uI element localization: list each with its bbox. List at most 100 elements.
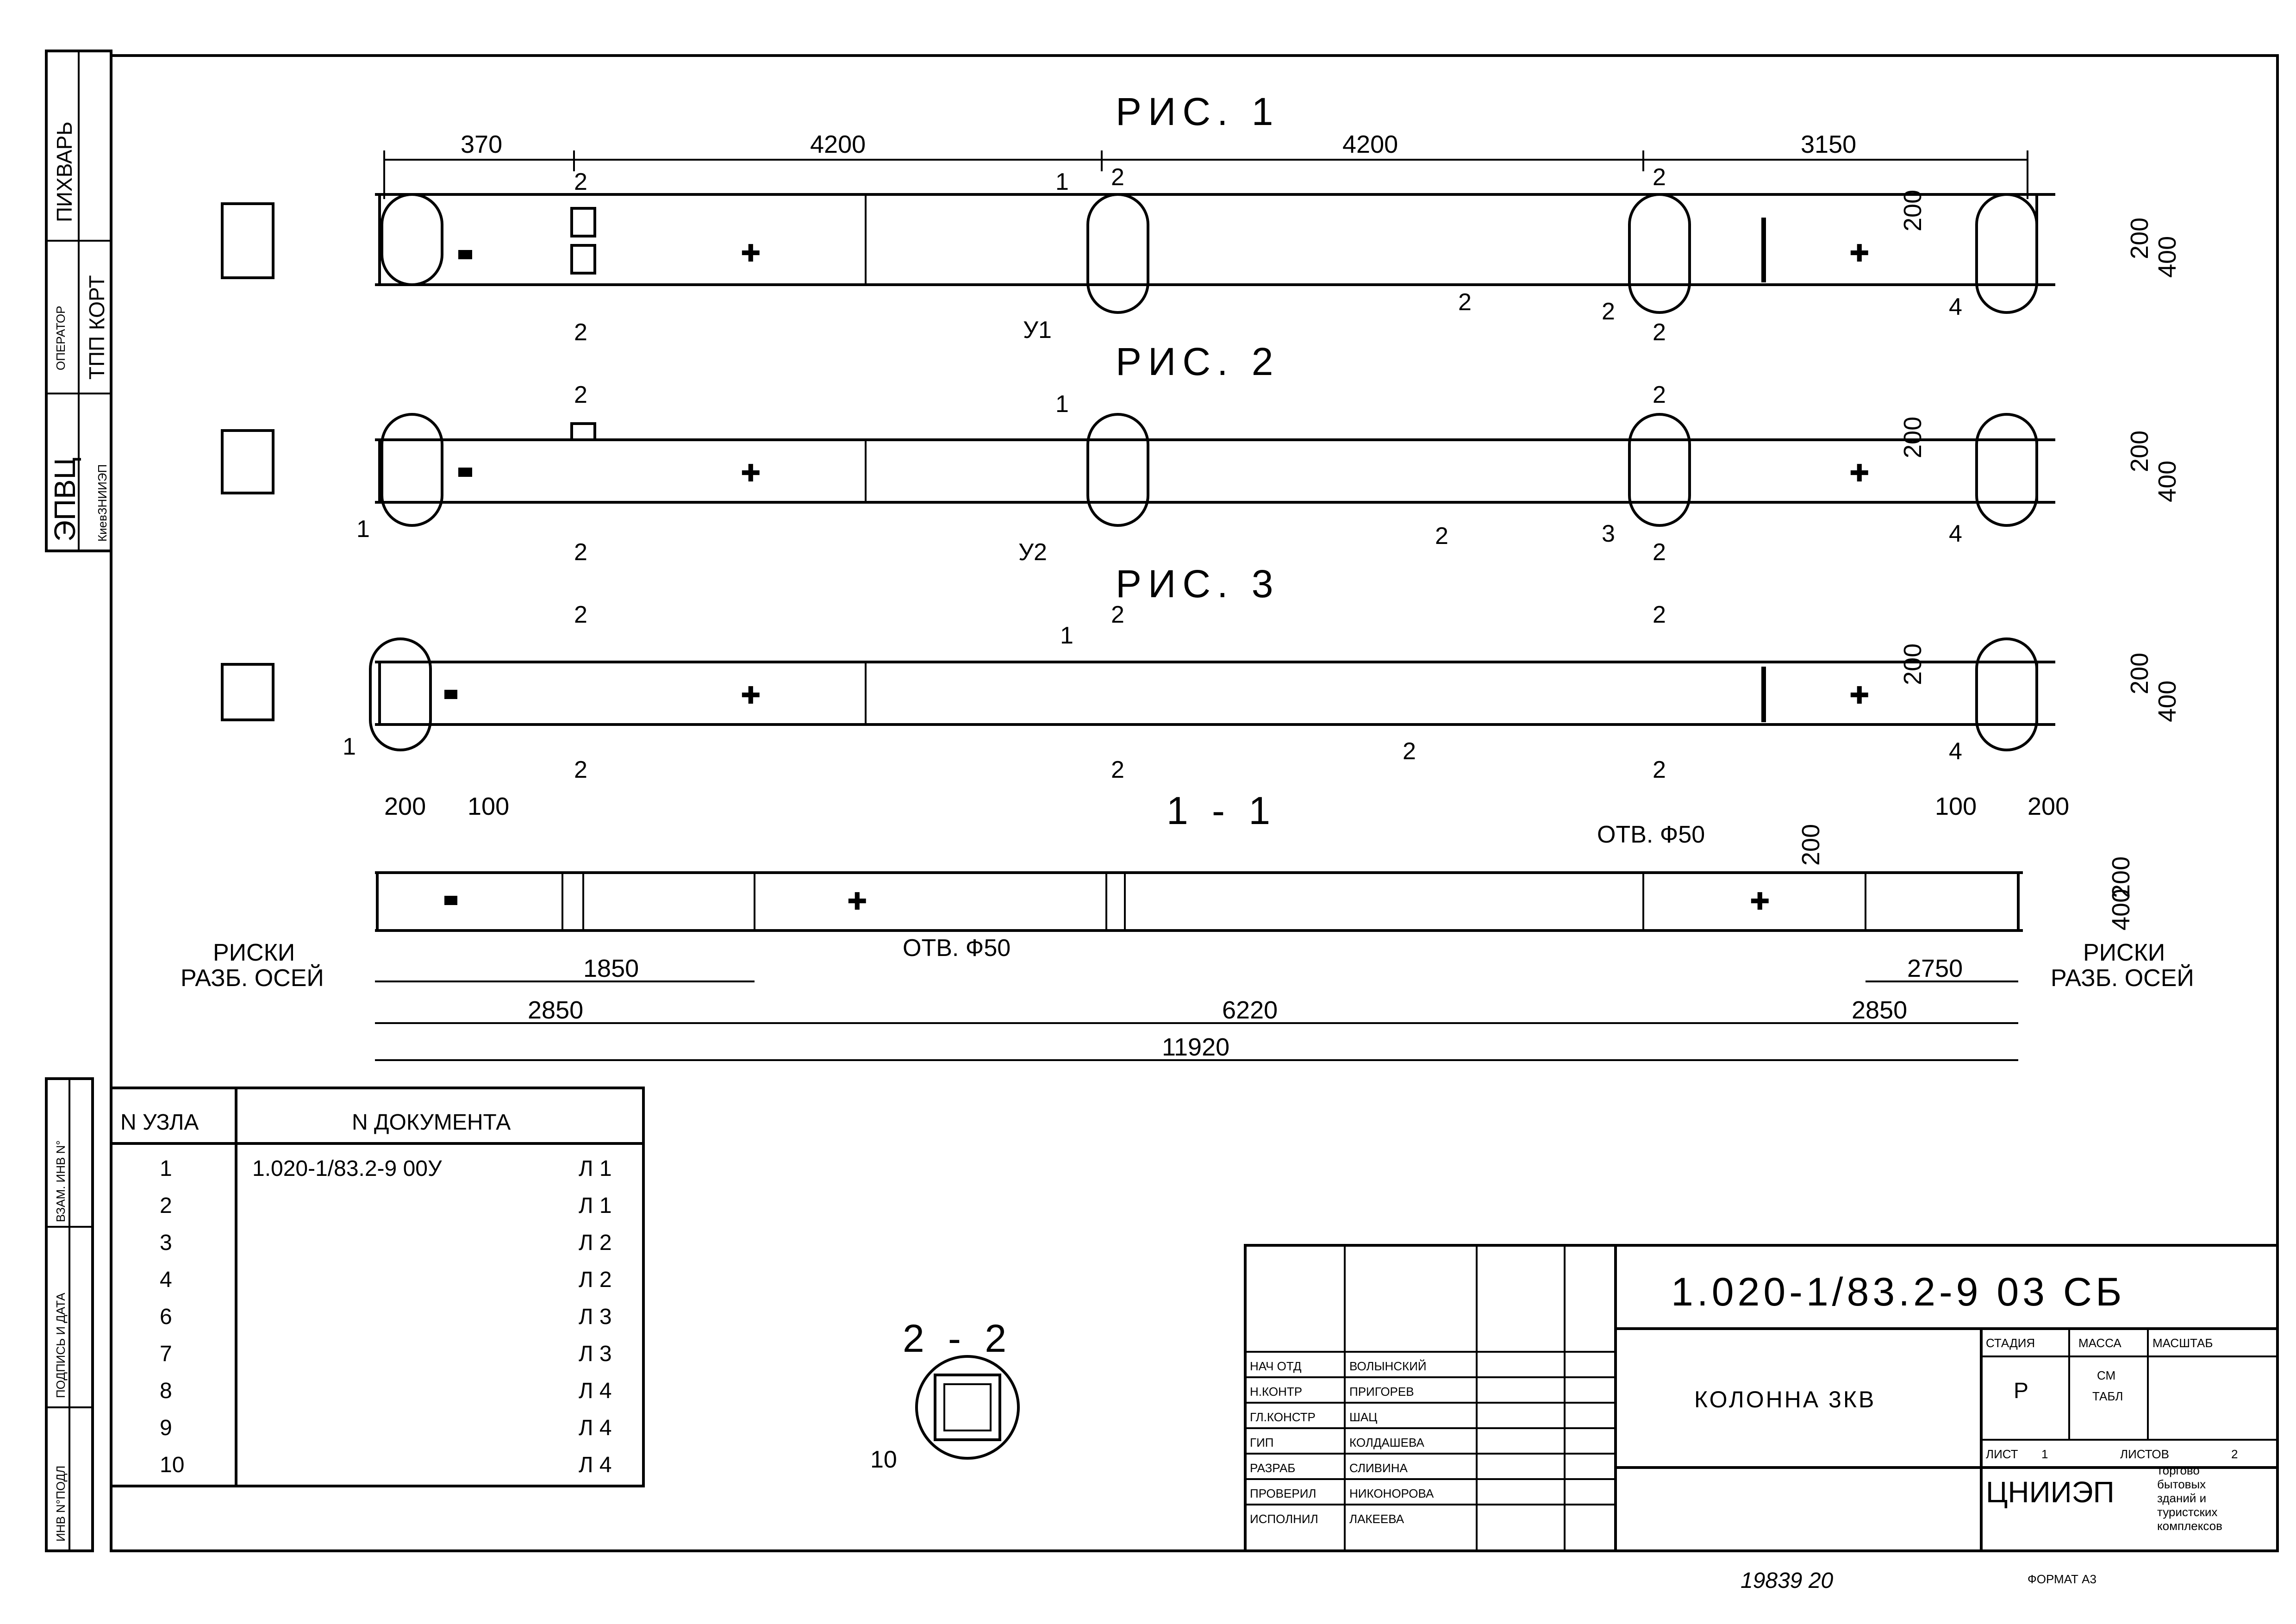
hole-mark-2: ✚	[1849, 240, 1870, 267]
node-sheet: Л 3	[579, 1305, 612, 1329]
node-table: N УЗЛА N ДОКУМЕНТА	[110, 1087, 645, 1487]
stamp-role: Н.КОНТР	[1250, 1385, 1302, 1399]
title-block: 1.020-1/83.2-9 03 СБ КОЛОННА 3КВ СТАДИЯ …	[1244, 1244, 2279, 1552]
hole-mark: ✚	[741, 460, 761, 487]
dim-4200-b: 4200	[1342, 131, 1398, 158]
sec11-dim-2750: 2750	[1907, 955, 1963, 982]
stamp-person: НИКОНОРОВА	[1349, 1487, 1434, 1500]
dim-400: 400	[2153, 236, 2181, 278]
node-sheet: Л 1	[579, 1156, 612, 1181]
side-label-d: ЭПВЦ	[48, 457, 81, 542]
stamp-person: ШАЦ	[1349, 1410, 1377, 1424]
sec11-dim-100-r: 100	[1935, 793, 1977, 820]
sec11-risk-1-r: РИСКИ	[2083, 939, 2165, 966]
node-number: 7	[160, 1342, 172, 1366]
cross-section-1	[221, 202, 275, 279]
stamp-org-note-3: туристских	[2157, 1505, 2217, 1519]
stamp-org-note-4: комплексов	[2157, 1519, 2222, 1533]
dim-400: 400	[2153, 461, 2181, 502]
cross-section-3	[221, 663, 275, 721]
node-sheet: Л 1	[579, 1193, 612, 1218]
sec11-dim-200-v2: 200	[2107, 856, 2135, 898]
callout-10: 10	[870, 1446, 897, 1473]
sec11-dim-200: 200	[384, 793, 426, 820]
stamp-code: 1.020-1/83.2-9 03 СБ	[1671, 1270, 2125, 1314]
sec11-dim-6220: 6220	[1222, 996, 1278, 1024]
stamp-role: НАЧ ОТД	[1250, 1359, 1302, 1373]
dim-200: 200	[1899, 190, 1927, 231]
dim-370: 370	[461, 131, 502, 158]
stamp-sheet-h: ЛИСТ	[1986, 1447, 2018, 1461]
node-sheet: Л 4	[579, 1453, 612, 1477]
sec22-title: 2 - 2	[903, 1317, 1013, 1360]
sec11-risk-2: РАЗБ. ОСЕЙ	[181, 964, 324, 992]
stamp-role: ГИП	[1250, 1436, 1273, 1449]
stamp-stage-h: СТАДИЯ	[1986, 1336, 2035, 1350]
hole-mark-2: ✚	[1750, 888, 1770, 915]
hole-mark: ✚	[741, 682, 761, 709]
callout-1b: 1	[1055, 391, 1069, 418]
cross-section-2	[221, 429, 275, 494]
node-document: 1.020-1/83.2-9 00У	[252, 1156, 442, 1181]
sec-mark: 2	[1653, 601, 1666, 628]
column-fig1: ✚ ✚ У1 1 2 2 4 2 2 2 2 2 200 200 400	[375, 164, 2181, 346]
stamp-stage: Р	[2014, 1379, 2028, 1403]
node-number: 10	[160, 1453, 184, 1477]
stamp-sheet: 1	[2041, 1447, 2048, 1461]
stamp-mass-2: ТАБЛ	[2092, 1389, 2123, 1403]
callout-2: 2	[1403, 738, 1416, 765]
side-label-b: ОПЕРАТОР	[54, 306, 68, 370]
table-header-doc: N ДОКУМЕНТА	[352, 1110, 511, 1135]
sec-mark: 2	[1111, 601, 1124, 628]
sec-mark: 2	[1653, 381, 1666, 408]
dimension-chain-top: 370 4200 4200 3150	[383, 131, 2028, 199]
callout-1: 1	[356, 516, 370, 543]
node-sheet: Л 3	[579, 1342, 612, 1366]
sec-mark: 2	[574, 601, 587, 628]
fig1-title: РИС. 1	[1116, 90, 1279, 133]
callout-u2: У2	[1018, 539, 1047, 566]
sec11-title: 1 - 1	[1167, 789, 1277, 832]
side-label-c: ТПП КОРТ	[85, 275, 109, 380]
section-1-1: ✚ ✚ 200 100 100 200 ОТВ. Ф50 ОТВ. Ф50 РИ…	[181, 793, 2194, 1061]
stamp-person: ПРИГОРЕВ	[1349, 1385, 1414, 1399]
callout-4: 4	[1949, 520, 1962, 547]
node-number: 8	[160, 1379, 172, 1403]
sec11-hole-r: ОТВ. Ф50	[1597, 821, 1705, 848]
node-sheet: Л 2	[579, 1230, 612, 1255]
sec11-risk-1: РИСКИ	[213, 939, 295, 966]
stamp-org: ЦНИИЭП	[1986, 1475, 2115, 1509]
fig2-title: РИС. 2	[1116, 340, 1279, 383]
sec-mark: 2	[1653, 539, 1666, 566]
side-label-g: ПОДПИСЬ И ДАТА	[54, 1293, 68, 1398]
section-2-2: 10	[870, 1355, 1020, 1473]
stamp-role: ИСПОЛНИЛ	[1250, 1512, 1318, 1526]
hole-mark: ✚	[741, 240, 761, 267]
dim-200: 200	[1899, 417, 1927, 458]
node-number: 6	[160, 1305, 172, 1329]
sec11-dim-2850-r: 2850	[1852, 996, 1907, 1024]
table-header-node: N УЗЛА	[120, 1110, 199, 1135]
node-number: 2	[160, 1193, 172, 1218]
hole-mark-2: ✚	[1849, 682, 1870, 709]
side-strip: ПИХВАРЬ ОПЕРАТОР ТПП КОРТ ЭПВЦ КиевЗНИИЭ…	[45, 50, 112, 1552]
sec-mark: 2	[574, 169, 587, 195]
side-label-f: ИНВ N°ПОДЛ	[54, 1466, 68, 1542]
stamp-person: ВОЛЫНСКИЙ	[1349, 1359, 1427, 1373]
side-label-e: КиевЗНИИЭП	[95, 464, 109, 542]
hole-mark-2: ✚	[1849, 460, 1870, 487]
side-label-a: ПИХВАРЬ	[52, 121, 76, 222]
sec-mark: 2	[1653, 756, 1666, 783]
node-sheet: Л 2	[579, 1268, 612, 1292]
callout-1: 1	[1055, 169, 1069, 195]
stamp-role: ГЛ.КОНСТР	[1250, 1410, 1316, 1424]
sec-mark: 2	[1653, 319, 1666, 346]
sec11-hole: ОТВ. Ф50	[903, 935, 1011, 962]
hole-mark: ✚	[847, 888, 867, 915]
dim-200: 200	[2126, 218, 2153, 259]
node-sheet: Л 4	[579, 1379, 612, 1403]
sec11-dim-100: 100	[468, 793, 509, 820]
dim-3150: 3150	[1801, 131, 1856, 158]
dim-200: 200	[2126, 431, 2153, 472]
